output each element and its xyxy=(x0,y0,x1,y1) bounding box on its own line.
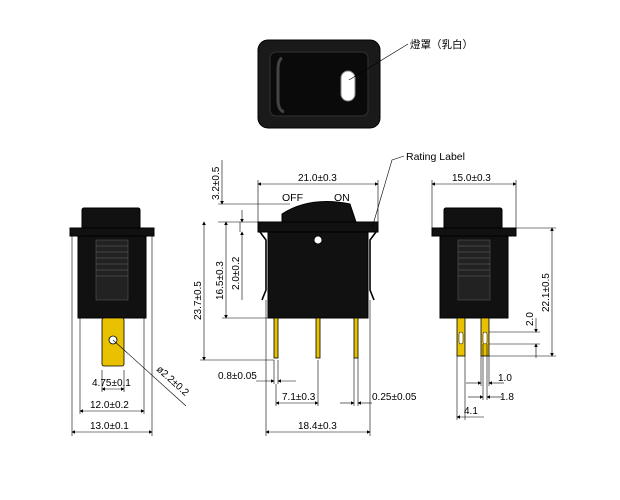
dim-1-0: 1.0 xyxy=(498,373,512,384)
dim-0-25: 0.25±0.05 xyxy=(372,392,417,403)
dim-1-8: 1.8 xyxy=(500,392,514,403)
dim-18-4: 18.4±0.3 xyxy=(298,421,337,432)
dim-2-0-right: 2.0 xyxy=(525,312,536,326)
front-terminal-2 xyxy=(315,317,321,359)
dim-4-1: 4.1 xyxy=(464,406,478,417)
lamp-lens xyxy=(340,70,356,102)
front-view-housing xyxy=(267,231,369,319)
front-terminal-3 xyxy=(353,317,359,359)
front-view: OFF ON Rating Label 21.0±0.3 3.2±0.5 23.… xyxy=(193,151,465,436)
dim-15-0: 15.0±0.3 xyxy=(452,173,491,184)
front-view-flange xyxy=(257,221,379,233)
rocker-highlight xyxy=(276,56,285,114)
dim-22-1: 22.1±0.5 xyxy=(541,273,552,312)
dim-23-7: 23.7±0.5 xyxy=(193,281,204,320)
left-view: ø2.2±0.2 4.75±0.1 12.0±0.2 13.0±0.1 xyxy=(69,207,191,436)
right-view: 15.0±0.3 22.1±0.5 2.0 1.0 1.8 4.1 xyxy=(431,173,556,420)
left-view-flange xyxy=(69,227,155,237)
front-view-led xyxy=(313,235,323,245)
dim-2-0-left: 2.0±0.2 xyxy=(231,256,242,290)
front-terminal-1 xyxy=(273,317,279,359)
dim-7-1: 7.1±0.3 xyxy=(282,392,316,403)
top-view: 燈罩（乳白） xyxy=(257,38,473,129)
off-label: OFF xyxy=(282,192,303,204)
rating-label: Rating Label xyxy=(406,151,465,163)
right-view-flange xyxy=(431,227,517,237)
lamp-cover-label: 燈罩（乳白） xyxy=(410,38,473,51)
dim-4-75: 4.75±0.1 xyxy=(92,378,131,389)
front-view-rocker xyxy=(281,201,357,223)
dim-0-8: 0.8±0.05 xyxy=(218,371,257,382)
dim-3-2: 3.2±0.5 xyxy=(211,166,222,200)
dim-16-5: 16.5±0.3 xyxy=(215,261,226,300)
dim-21-0: 21.0±0.3 xyxy=(298,173,337,184)
dim-12-0: 12.0±0.2 xyxy=(90,400,129,411)
dim-13-0: 13.0±0.1 xyxy=(90,421,129,432)
lamp-leader xyxy=(348,43,409,81)
on-label: ON xyxy=(334,192,350,204)
